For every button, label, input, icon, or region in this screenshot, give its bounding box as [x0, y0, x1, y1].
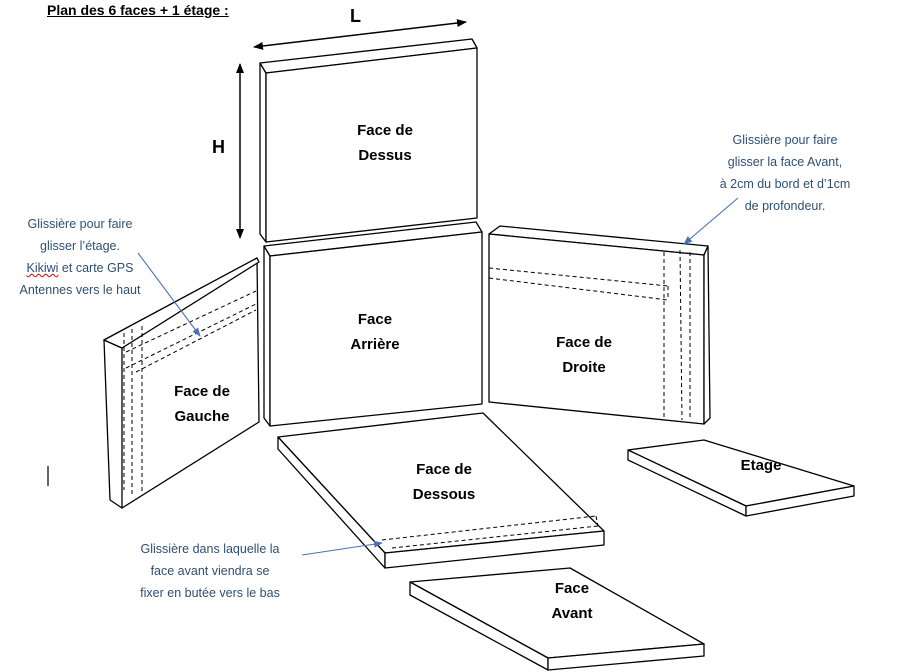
right-face-panel: [488, 225, 711, 425]
shelf-label: Etage: [740, 457, 782, 474]
bottom-face-panel: [277, 412, 605, 569]
left-face-panel: [103, 257, 260, 509]
diagram-title: Plan des 6 faces + 1 étage :: [47, 2, 229, 18]
shelf-panel: [627, 439, 855, 517]
back-face-panel: [263, 221, 483, 427]
bottom-slot-note: Glissière dans laquelle la face avant vi…: [140, 542, 280, 600]
length-label: L: [350, 6, 361, 26]
length-dimension-arrow: [253, 19, 467, 50]
front-face-panel: [409, 567, 705, 671]
left-slot-note: Glissière pour faire glisser l’étage. Ki…: [19, 217, 141, 297]
left-slot-pointer: [137, 252, 201, 337]
right-slot-pointer: [683, 197, 739, 245]
right-slot-note: Glissière pour faire glisser la face Ava…: [719, 133, 851, 213]
bottom-slot-pointer: [301, 540, 383, 556]
top-face-panel: [259, 38, 478, 243]
height-label: H: [212, 137, 225, 157]
